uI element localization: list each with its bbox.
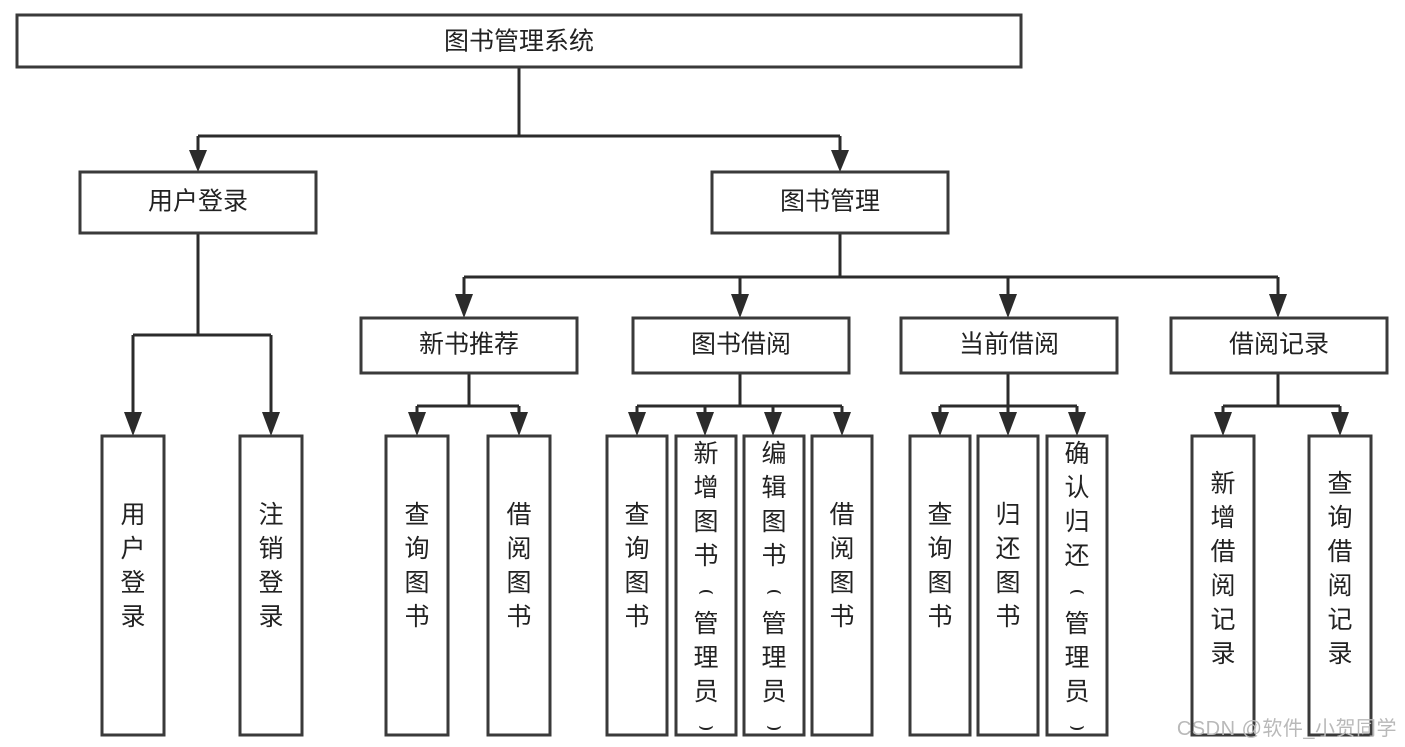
leaf-current-return-book[interactable]: 归还图书 [976, 434, 1040, 737]
leaf-borrow-query-book[interactable]: 查询图书 [605, 434, 669, 737]
arrow-head-borrow-record [1269, 294, 1287, 318]
csdn-watermark: CSDN @软件_小贺同学 [1176, 718, 1397, 740]
leaf-record-query-record[interactable]: 查询借阅记录 [1307, 434, 1373, 737]
node-borrow-record-label: 借阅记录 [1229, 331, 1329, 359]
arrow-head-book-borrow [731, 294, 749, 318]
arrow-head-recommend-borrow-book [510, 412, 528, 436]
arrow-head-leaf-user-login [124, 412, 142, 436]
leaf-current-confirm-return[interactable]: 确认归还⌢管理员⌣ [1045, 434, 1109, 740]
node-borrow-record-box [1169, 316, 1389, 375]
leaf-borrow-edit-book-box [742, 434, 806, 737]
node-book-borrow-box [631, 316, 851, 375]
leaf-current-query-book[interactable]: 查询图书 [908, 434, 972, 737]
leaf-recommend-query-book-box [384, 434, 450, 737]
arrow-head-book-manage [831, 150, 849, 172]
arrow-head-borrow-borrow-book [833, 412, 851, 436]
leaf-borrow-borrow-book[interactable]: 借阅图书 [810, 434, 874, 737]
node-book-management[interactable]: 图书管理 [710, 170, 950, 235]
arrow-head-borrow-add-book [696, 412, 714, 436]
leaf-recommend-query-book-label: 查询图书 [404, 501, 429, 631]
arrow-head-record-add-record [1214, 412, 1232, 436]
node-book-management-label: 图书管理 [780, 188, 880, 216]
arrow-head-current-borrow [999, 294, 1017, 318]
node-root-box [15, 13, 1023, 69]
leaf-borrow-add-book-box [674, 434, 738, 737]
leaf-borrow-edit-book-label: 编辑图书⌢管理员⌣ [761, 440, 786, 740]
leaf-recommend-borrow-book-label: 借阅图书 [506, 501, 531, 631]
leaf-current-return-book-label: 归还图书 [995, 501, 1020, 631]
leaf-user-login-logout-box [238, 434, 304, 737]
leaf-current-confirm-return-label: 确认归还⌢管理员⌣ [1064, 440, 1089, 740]
leaf-record-query-record-box [1307, 434, 1373, 737]
leaf-borrow-borrow-book-label: 借阅图书 [829, 501, 854, 631]
node-new-book-recommend-label: 新书推荐 [419, 331, 519, 359]
leaf-record-add-record[interactable]: 新增借阅记录 [1190, 434, 1256, 737]
leaf-user-login-login-box [100, 434, 166, 737]
node-book-borrow[interactable]: 图书借阅 [631, 316, 851, 375]
arrow-head-new-book-recommend [455, 294, 473, 318]
node-user-login-box [78, 170, 318, 235]
arrow-head-user-login [189, 150, 207, 172]
leaf-recommend-query-book[interactable]: 查询图书 [384, 434, 450, 737]
leaf-borrow-borrow-book-box [810, 434, 874, 737]
node-book-borrow-label: 图书借阅 [691, 331, 791, 359]
leaf-record-add-record-label: 新增借阅记录 [1210, 470, 1235, 668]
leaf-user-login-logout-label: 注销登录 [258, 501, 283, 631]
node-root-label: 图书管理系统 [444, 28, 594, 56]
arrow-head-leaf-logout [262, 412, 280, 436]
leaf-current-confirm-return-box [1045, 434, 1109, 737]
leaf-current-return-book-box [976, 434, 1040, 737]
leaf-record-add-record-box [1190, 434, 1256, 737]
leaf-recommend-borrow-book[interactable]: 借阅图书 [486, 434, 552, 737]
leaf-borrow-edit-book[interactable]: 编辑图书⌢管理员⌣ [742, 434, 806, 740]
leaf-current-query-book-box [908, 434, 972, 737]
node-new-book-recommend[interactable]: 新书推荐 [359, 316, 579, 375]
node-user-login-label: 用户登录 [148, 188, 248, 216]
leaf-borrow-query-book-label: 查询图书 [624, 501, 649, 631]
leaf-record-query-record-label: 查询借阅记录 [1327, 470, 1352, 668]
leaf-user-login-login-label: 用户登录 [120, 501, 145, 631]
arrow-head-current-confirm-return [1068, 412, 1086, 436]
node-current-borrow[interactable]: 当前借阅 [899, 316, 1119, 375]
leaf-user-login-login[interactable]: 用户登录 [100, 434, 166, 737]
node-new-book-recommend-box [359, 316, 579, 375]
leaf-recommend-borrow-book-box [486, 434, 552, 737]
leaf-current-query-book-label: 查询图书 [927, 501, 952, 631]
arrow-head-current-return-book [999, 412, 1017, 436]
node-current-borrow-box [899, 316, 1119, 375]
leaf-borrow-add-book-label: 新增图书⌢管理员⌣ [693, 440, 718, 740]
node-user-login[interactable]: 用户登录 [78, 170, 318, 235]
leaf-borrow-query-book-box [605, 434, 669, 737]
arrow-head-record-query-record [1331, 412, 1349, 436]
leaf-user-login-logout[interactable]: 注销登录 [238, 434, 304, 737]
leaf-borrow-add-book[interactable]: 新增图书⌢管理员⌣ [674, 434, 738, 740]
arrow-head-borrow-query-book [628, 412, 646, 436]
node-current-borrow-label: 当前借阅 [959, 331, 1059, 359]
arrow-head-recommend-query-book [408, 412, 426, 436]
connector-layer [124, 67, 1349, 436]
node-root-book-management-system[interactable]: 图书管理系统 [15, 13, 1023, 69]
node-book-management-box [710, 170, 950, 235]
node-borrow-record[interactable]: 借阅记录 [1169, 316, 1389, 375]
arrow-head-borrow-edit-book [764, 412, 782, 436]
arrow-head-current-query-book [931, 412, 949, 436]
